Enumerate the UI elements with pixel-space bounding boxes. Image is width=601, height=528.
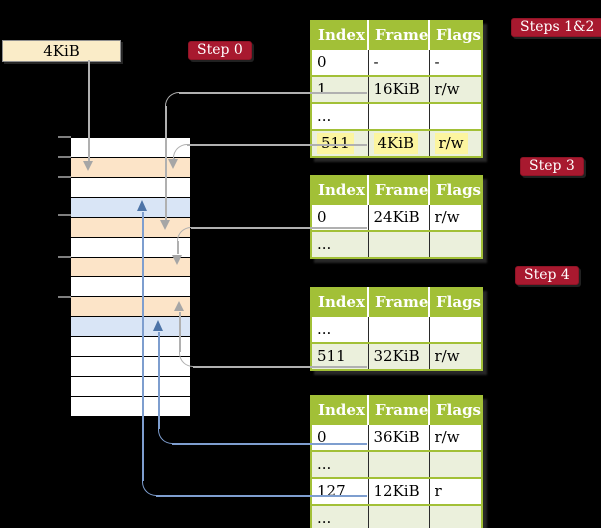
connector-4kib-line: [88, 60, 90, 161]
connector-16kib-corner: [165, 92, 180, 107]
col-header-index: Index: [311, 288, 369, 316]
table-row: ...: [311, 504, 482, 528]
page-table-level2: Index Frame Flags ... 511 32KiB r/w: [310, 287, 483, 371]
stack-row: [71, 277, 190, 298]
badge-step-0: Step 0: [188, 41, 252, 60]
connector-24kib-v: [177, 241, 179, 254]
col-header-index: Index: [311, 176, 369, 204]
stack-row: [71, 197, 190, 218]
stack-row: [71, 337, 190, 358]
table-row: 0 36KiB r/w: [311, 423, 482, 451]
connector-32kib-h: [193, 366, 367, 368]
stack-row: [71, 377, 190, 397]
connector-12kib-v: [142, 212, 144, 481]
badge-step-3: Step 3: [520, 157, 584, 176]
col-header-flags: Flags: [429, 396, 482, 424]
badge-steps-1-2: Steps 1&2: [511, 18, 601, 37]
connector-16kib-h: [179, 92, 367, 94]
frame-size-box: 4KiB: [2, 40, 121, 62]
stack-row: [71, 237, 190, 258]
connector-24kib-corner: [177, 227, 192, 242]
table-row: ...: [311, 315, 482, 343]
highlighted-cell: 4KiB: [373, 133, 419, 154]
arrowhead-24kib-icon: [172, 255, 182, 265]
highlighted-cell: 511: [317, 133, 354, 154]
connector-36kib-h: [172, 443, 367, 445]
page-table-level1: Index Frame Flags 0 36KiB r/w ... 127 12…: [310, 395, 483, 528]
table-row: ...: [311, 230, 482, 258]
connector-24kib-h: [191, 227, 367, 229]
arrowhead-32kib-icon: [174, 301, 184, 311]
stack-row: [71, 396, 190, 416]
connector-16kib-v: [165, 106, 167, 220]
tick-mark: [58, 214, 71, 216]
table-row: 0 24KiB r/w: [311, 203, 482, 231]
connector-32kib-v: [179, 312, 181, 352]
stack-row: [71, 138, 190, 158]
col-header-frame: Frame: [368, 288, 430, 316]
table-row: ...: [311, 102, 482, 130]
table-row-highlighted: 511 4KiB r/w: [311, 129, 482, 157]
arrowhead-16kib-icon: [160, 220, 170, 230]
arrowhead-4kib-entry-icon: [168, 159, 178, 169]
badge-step-4: Step 4: [515, 266, 579, 285]
connector-36kib-corner: [158, 429, 173, 444]
stack-row: [71, 357, 190, 378]
stack-row: [71, 217, 190, 238]
arrowhead-36kib-icon: [153, 320, 163, 331]
stack-row: [71, 257, 190, 278]
col-header-flags: Flags: [429, 21, 482, 49]
connector-12kib-h: [156, 495, 367, 497]
page-table-level3: Index Frame Flags 0 24KiB r/w ...: [310, 175, 483, 259]
connector-4kib-entry-corner: [173, 144, 188, 159]
table-row: 1 16KiB r/w: [311, 75, 482, 103]
table-row: ...: [311, 450, 482, 478]
connector-4kib-entry-h: [187, 144, 367, 146]
table-row: 511 32KiB r/w: [311, 342, 482, 370]
stack-row: [71, 317, 190, 338]
table-row: 0 - -: [311, 48, 482, 76]
memory-stack: [70, 137, 191, 417]
tick-mark: [58, 296, 71, 298]
table-row: 127 12KiB r: [311, 477, 482, 505]
page-table-level4: Index Frame Flags 0 - - 1 16KiB r/w ... …: [310, 20, 483, 158]
connector-36kib-v: [158, 332, 160, 429]
col-header-index: Index: [311, 21, 369, 49]
connector-12kib-corner: [142, 481, 157, 496]
col-header-frame: Frame: [368, 21, 430, 49]
col-header-frame: Frame: [368, 176, 430, 204]
stack-row: [71, 157, 190, 178]
tick-mark: [58, 256, 71, 258]
col-header-flags: Flags: [429, 288, 482, 316]
tick-mark: [58, 176, 71, 178]
tick-mark: [58, 156, 71, 158]
stack-row: [71, 297, 190, 318]
tick-mark: [58, 136, 71, 138]
arrowhead-4kib-icon: [83, 161, 93, 171]
highlighted-cell: r/w: [434, 133, 468, 154]
col-header-flags: Flags: [429, 176, 482, 204]
stack-row: [71, 177, 190, 198]
col-header-frame: Frame: [368, 396, 430, 424]
col-header-index: Index: [311, 396, 369, 424]
arrowhead-12kib-icon: [137, 200, 147, 211]
